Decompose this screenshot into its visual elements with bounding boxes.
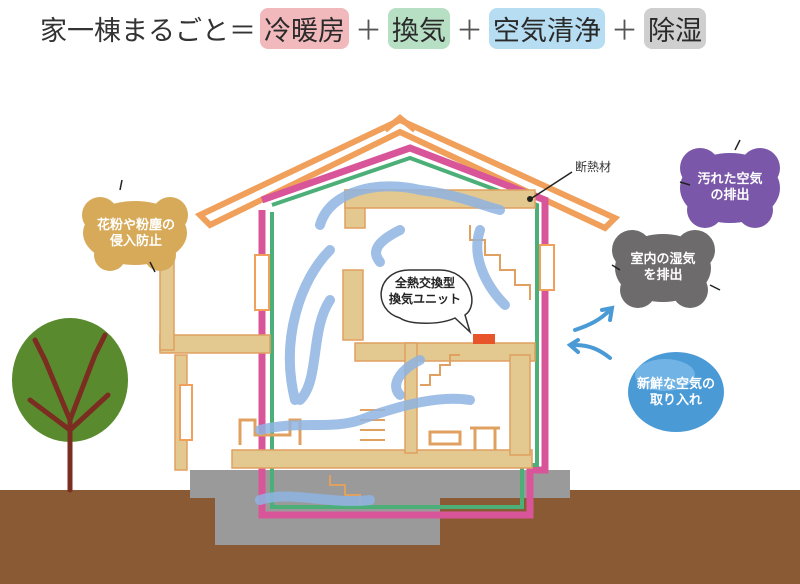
unit-label: 全熱交換型 換気ユニット: [388, 276, 461, 306]
insulation-pink: [258, 144, 549, 519]
plus-operator: ＋: [456, 15, 483, 47]
title-item-heating-cooling: 冷暖房: [260, 7, 349, 49]
fresh-air-drop: [628, 352, 724, 432]
pollen-cloud: [82, 197, 188, 271]
title-item-ventilation: 換気: [388, 7, 450, 49]
dirty-air-cloud: [680, 148, 780, 228]
dirty-air-label: 汚れた空気 の排出: [697, 172, 763, 203]
title-prefix: 家一棟まるごと＝: [40, 15, 256, 47]
ventilation-unit: [473, 334, 495, 344]
exhaust-arrows: [566, 305, 615, 360]
roof-peak: [383, 114, 417, 133]
page-title: 家一棟まるごと＝ 冷暖房 ＋ 換気 ＋ 空気清浄 ＋ 除湿: [40, 7, 706, 49]
humid-air-cloud: [612, 230, 715, 308]
airflow: [255, 181, 510, 507]
plus-operator: ＋: [355, 15, 382, 47]
humid-air-label: 室内の湿気 を排出: [630, 252, 696, 283]
insulation-label: 断熱材: [575, 160, 612, 174]
insulation-leader: [531, 171, 573, 199]
title-item-air-purification: 空気清浄: [489, 7, 605, 49]
tree: [12, 318, 128, 493]
unit-speech-bubble: [380, 269, 473, 335]
plus-operator: ＋: [611, 15, 638, 47]
fresh-air-label: 新鮮な空気の 取り入れ: [636, 377, 715, 408]
title-item-dehumidify: 除湿: [644, 7, 706, 49]
windows: [179, 244, 555, 441]
furniture: [238, 418, 500, 450]
cloud-whiskers: [119, 139, 741, 291]
pollen-label: 花粉や粉塵の 侵入防止: [96, 218, 175, 249]
